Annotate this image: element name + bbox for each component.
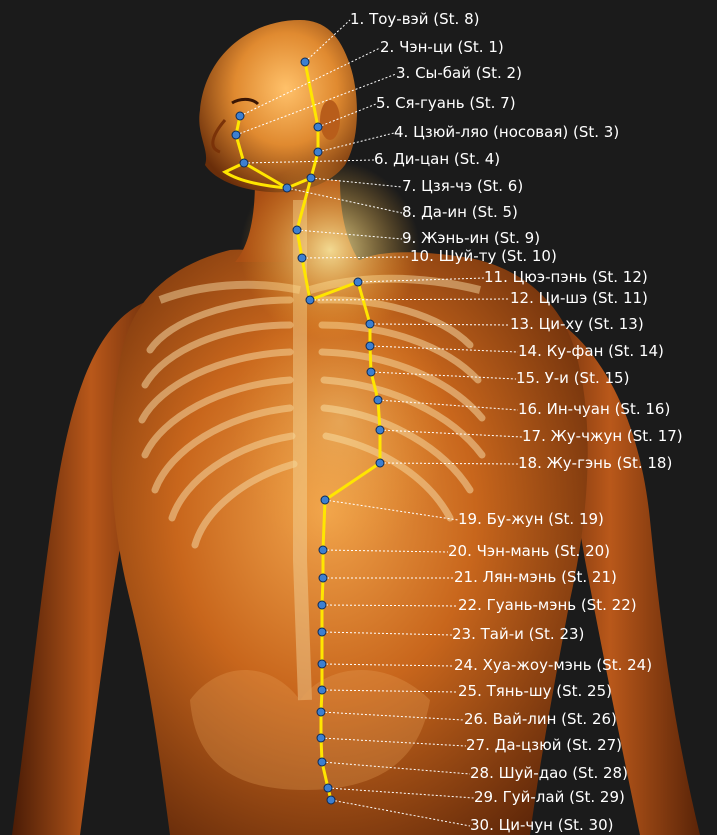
acupoint-marker	[317, 734, 325, 742]
acupoint-marker	[376, 426, 384, 434]
acupoint-label: 23. Тай-и (St. 23)	[452, 627, 584, 642]
acupoint-label: 20. Чэн-мань (St. 20)	[448, 544, 610, 559]
acupoint-marker	[318, 758, 326, 766]
acupoint-marker	[298, 254, 306, 262]
acupoint-marker	[354, 278, 362, 286]
acupoint-label: 6. Ди-цан (St. 4)	[374, 152, 500, 167]
acupoint-label: 7. Цзя-чэ (St. 6)	[402, 179, 523, 194]
acupoint-label: 14. Ку-фан (St. 14)	[518, 344, 664, 359]
acupoint-label: 9. Жэнь-ин (St. 9)	[402, 231, 540, 246]
acupoint-label: 2. Чэн-ци (St. 1)	[380, 40, 504, 55]
acupoint-label: 17. Жу-чжун (St. 17)	[522, 429, 683, 444]
acupoint-marker	[314, 123, 322, 131]
acupoint-marker	[324, 784, 332, 792]
acupoint-marker	[376, 459, 384, 467]
acupoint-label: 22. Гуань-мэнь (St. 22)	[458, 598, 637, 613]
acupoint-marker	[319, 546, 327, 554]
acupoint-marker	[319, 574, 327, 582]
acupoint-label: 1. Тоу-вэй (St. 8)	[350, 12, 480, 27]
acupoint-label: 29. Гуй-лай (St. 29)	[474, 790, 625, 805]
acupoint-marker	[293, 226, 301, 234]
acupoint-marker	[314, 148, 322, 156]
acupoint-label: 26. Вай-лин (St. 26)	[464, 712, 617, 727]
acupoint-marker	[232, 131, 240, 139]
acupoint-marker	[367, 368, 375, 376]
acupoint-label: 10. Шуй-ту (St. 10)	[410, 249, 557, 264]
acupoint-label: 21. Лян-мэнь (St. 21)	[454, 570, 617, 585]
acupoint-label: 28. Шуй-дао (St. 28)	[470, 766, 628, 781]
acupoint-marker	[318, 601, 326, 609]
acupoint-marker	[327, 796, 335, 804]
acupoint-marker	[374, 396, 382, 404]
acupoint-label: 27. Да-цзюй (St. 27)	[466, 738, 622, 753]
acupoint-label: 8. Да-ин (St. 5)	[402, 205, 518, 220]
acupoint-marker	[306, 296, 314, 304]
acupoint-marker	[318, 660, 326, 668]
acupoint-marker	[236, 112, 244, 120]
acupoint-label: 13. Ци-ху (St. 13)	[510, 317, 644, 332]
acupoint-label: 5. Ся-гуань (St. 7)	[376, 96, 516, 111]
acupoint-marker	[321, 496, 329, 504]
acupoint-label: 18. Жу-гэнь (St. 18)	[518, 456, 672, 471]
acupoint-label: 19. Бу-жун (St. 19)	[458, 512, 604, 527]
acupoint-marker	[240, 159, 248, 167]
glow	[230, 280, 450, 560]
acupoint-label: 24. Хуа-жоу-мэнь (St. 24)	[454, 658, 652, 673]
acupoint-label: 15. У-и (St. 15)	[516, 371, 629, 386]
acupoint-label: 25. Тянь-шу (St. 25)	[458, 684, 612, 699]
acupoint-label: 3. Сы-бай (St. 2)	[396, 66, 522, 81]
acupoint-label: 11. Цюэ-пэнь (St. 12)	[484, 270, 648, 285]
acupoint-label: 12. Ци-шэ (St. 11)	[510, 291, 648, 306]
acupoint-label: 30. Ци-чун (St. 30)	[470, 818, 613, 833]
acupoint-marker	[301, 58, 309, 66]
acupoint-marker	[283, 184, 291, 192]
acupoint-marker	[317, 708, 325, 716]
acupoint-marker	[366, 342, 374, 350]
acupoint-label: 16. Ин-чуан (St. 16)	[518, 402, 670, 417]
acupoint-marker	[318, 628, 326, 636]
acupoint-marker	[307, 174, 315, 182]
acupoint-marker	[366, 320, 374, 328]
acupoint-label: 4. Цзюй-ляо (носовая) (St. 3)	[394, 125, 619, 140]
acupoint-marker	[318, 686, 326, 694]
